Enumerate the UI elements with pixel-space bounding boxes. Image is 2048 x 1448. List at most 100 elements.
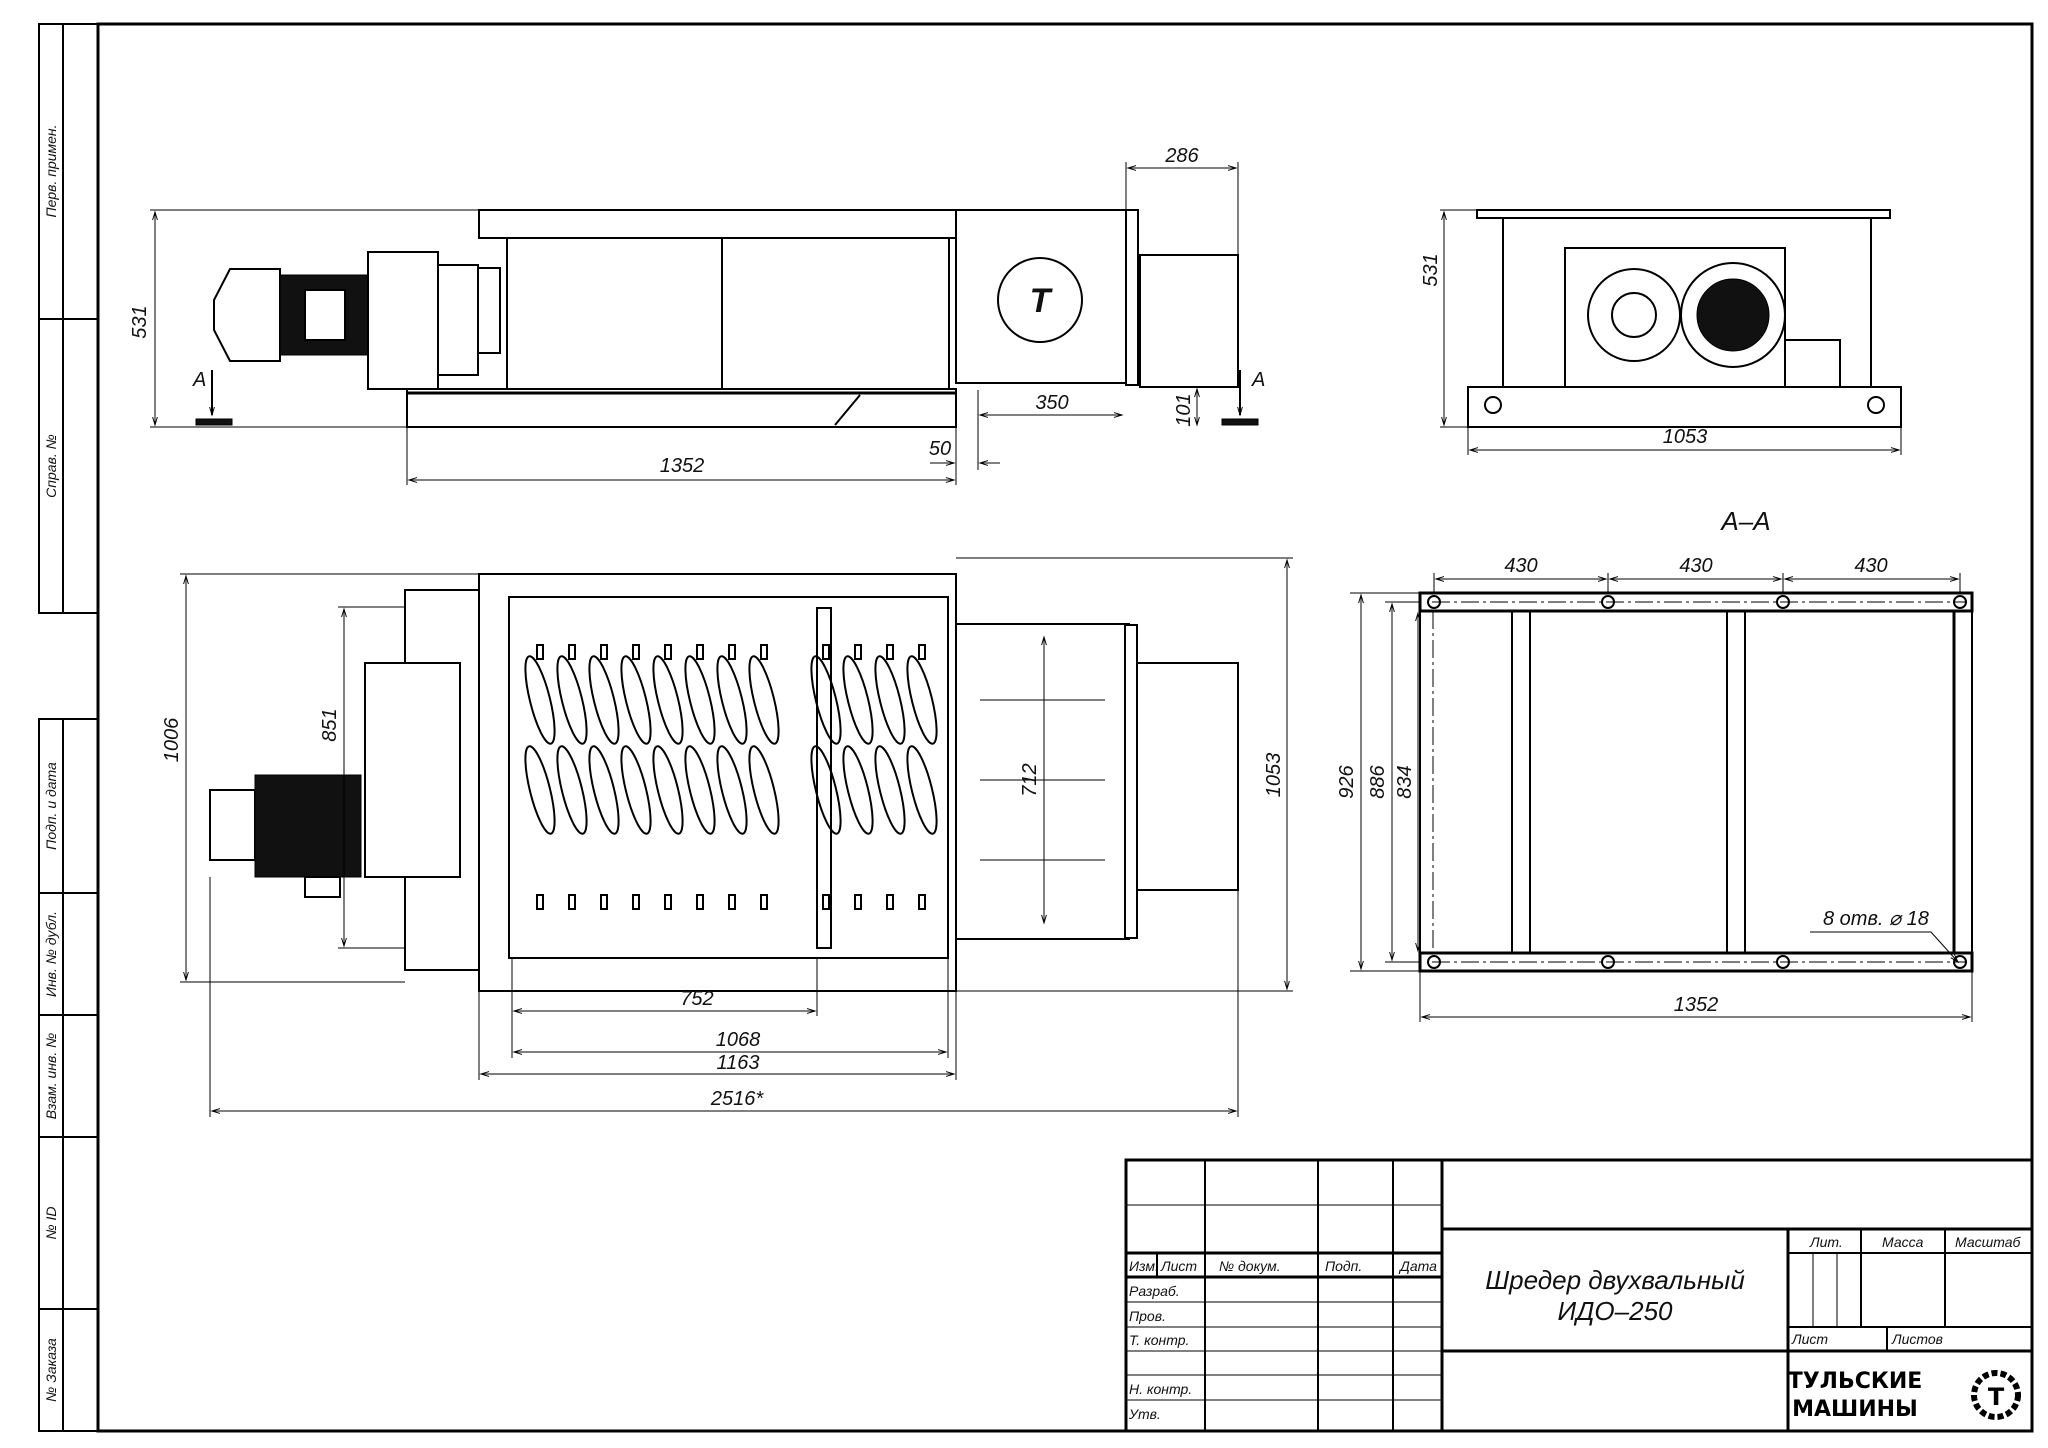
section-mark-left: А — [192, 369, 233, 426]
comb-tooth — [854, 894, 862, 910]
header-doc: № докум. — [1219, 1258, 1281, 1274]
blade — [556, 655, 588, 745]
blade — [810, 655, 842, 745]
blade — [810, 745, 842, 835]
role-norm-control: Н. контр. — [1129, 1381, 1192, 1397]
role-developer: Разраб. — [1129, 1283, 1180, 1299]
comb-tooth — [536, 644, 544, 660]
comb-tooth — [664, 644, 672, 660]
dim-pitch: 430 — [1679, 555, 1712, 577]
comb-tooth — [696, 644, 704, 660]
blade — [874, 745, 906, 835]
motor-fan-cover — [213, 268, 281, 362]
base-end — [1467, 386, 1902, 428]
dim-offset: 350 — [1035, 392, 1068, 414]
margin-label: Подп. и дата — [43, 762, 59, 850]
blade — [588, 655, 620, 745]
dim-inner: 834 — [1394, 765, 1416, 798]
mounting-hole — [1427, 955, 1441, 969]
blade — [684, 745, 716, 835]
blade — [524, 745, 556, 835]
mounting-hole — [1776, 955, 1790, 969]
dim-outer: 926 — [1336, 764, 1358, 798]
dim-height: 531 — [1420, 253, 1442, 286]
blade — [620, 745, 652, 835]
svg-text:А: А — [192, 369, 206, 391]
drawing-name: Шредер двухвальный — [1485, 1265, 1745, 1295]
comb-tooth — [632, 644, 640, 660]
dim-length: 1352 — [1674, 994, 1719, 1016]
blade — [906, 655, 938, 745]
comb-tooth — [728, 894, 736, 910]
blade — [556, 745, 588, 835]
mounting-hole — [1601, 595, 1615, 609]
comb-tooth — [600, 894, 608, 910]
mounting-hole — [1601, 955, 1615, 969]
mounting-hole — [1776, 595, 1790, 609]
margin-label: Инв. № дубл. — [43, 911, 59, 997]
comb-tooth — [886, 894, 894, 910]
logo-text: МАШИНЫ — [1792, 1397, 1918, 1422]
housing-plan — [478, 573, 957, 992]
logo-gear-icon — [1971, 1370, 2021, 1420]
margin-label: Справ. № — [43, 434, 59, 498]
blade — [748, 655, 780, 745]
motor-end-icon — [1680, 262, 1786, 368]
header-date: Дата — [1398, 1258, 1437, 1274]
sheet-label: Лист — [1791, 1331, 1828, 1347]
role-checker: Пров. — [1129, 1308, 1166, 1324]
motor-fan-cover-plan — [209, 789, 256, 861]
plan-view: 1006 851 712 1053 752 1068 1163 2516* — [161, 557, 1293, 1117]
comb-tooth — [886, 644, 894, 660]
section-aa: А–А 430 430 430 926 886 834 13 — [1336, 506, 1974, 1022]
dim-motor-width: 851 — [319, 708, 341, 741]
dim-flange: 286 — [1164, 145, 1199, 167]
comb-tooth — [760, 644, 768, 660]
comb-tooth — [568, 894, 576, 910]
motor-plan — [254, 774, 362, 878]
section-title: А–А — [1719, 506, 1770, 536]
mounting-hole — [1427, 595, 1441, 609]
dim-lift: 101 — [1173, 393, 1195, 426]
margin-label: № Заказа — [43, 1338, 59, 1402]
sheets-label: Листов — [1891, 1331, 1943, 1347]
dim-height: 531 — [129, 305, 151, 338]
scale-label: Масштаб — [1955, 1234, 2022, 1250]
blade — [652, 745, 684, 835]
dim-chamber: 752 — [680, 988, 713, 1010]
shaft-blades — [524, 644, 938, 910]
comb-tooth — [664, 894, 672, 910]
dim-base-length: 1352 — [660, 455, 705, 477]
blade — [588, 745, 620, 835]
dim-width: 1053 — [1663, 426, 1708, 448]
base-frame — [406, 388, 957, 428]
blade — [716, 745, 748, 835]
dim-housing-length: 1163 — [716, 1052, 759, 1074]
dim-gap: 50 — [929, 438, 951, 460]
comb-tooth — [822, 644, 830, 660]
logo-gear-icon — [997, 257, 1083, 343]
blade — [620, 655, 652, 745]
dim-total-width: 1006 — [161, 717, 183, 762]
comb-tooth — [918, 644, 926, 660]
lit-label: Лит. — [1809, 1234, 1843, 1250]
dim-inner-length: 1068 — [716, 1029, 761, 1051]
blade — [684, 655, 716, 745]
margin-strip: Перв. примен. Справ. № Подп. и дата Инв.… — [38, 23, 99, 1432]
blade — [842, 655, 874, 745]
dim-pitch: 430 — [1504, 555, 1537, 577]
comb-tooth — [760, 894, 768, 910]
header-sign: Подп. — [1325, 1258, 1362, 1274]
gearbox — [367, 251, 439, 390]
comb-tooth — [632, 894, 640, 910]
company-logo: ТУЛЬСКИЕ МАШИНЫ T — [1788, 1369, 2021, 1422]
comb-tooth — [568, 644, 576, 660]
header-izm: Изм. — [1129, 1258, 1159, 1274]
header-list: Лист — [1160, 1258, 1197, 1274]
hopper-flange — [478, 209, 957, 239]
mounting-hole — [1953, 595, 1967, 609]
blade — [748, 745, 780, 835]
comb-tooth — [536, 894, 544, 910]
comb-tooth — [728, 644, 736, 660]
